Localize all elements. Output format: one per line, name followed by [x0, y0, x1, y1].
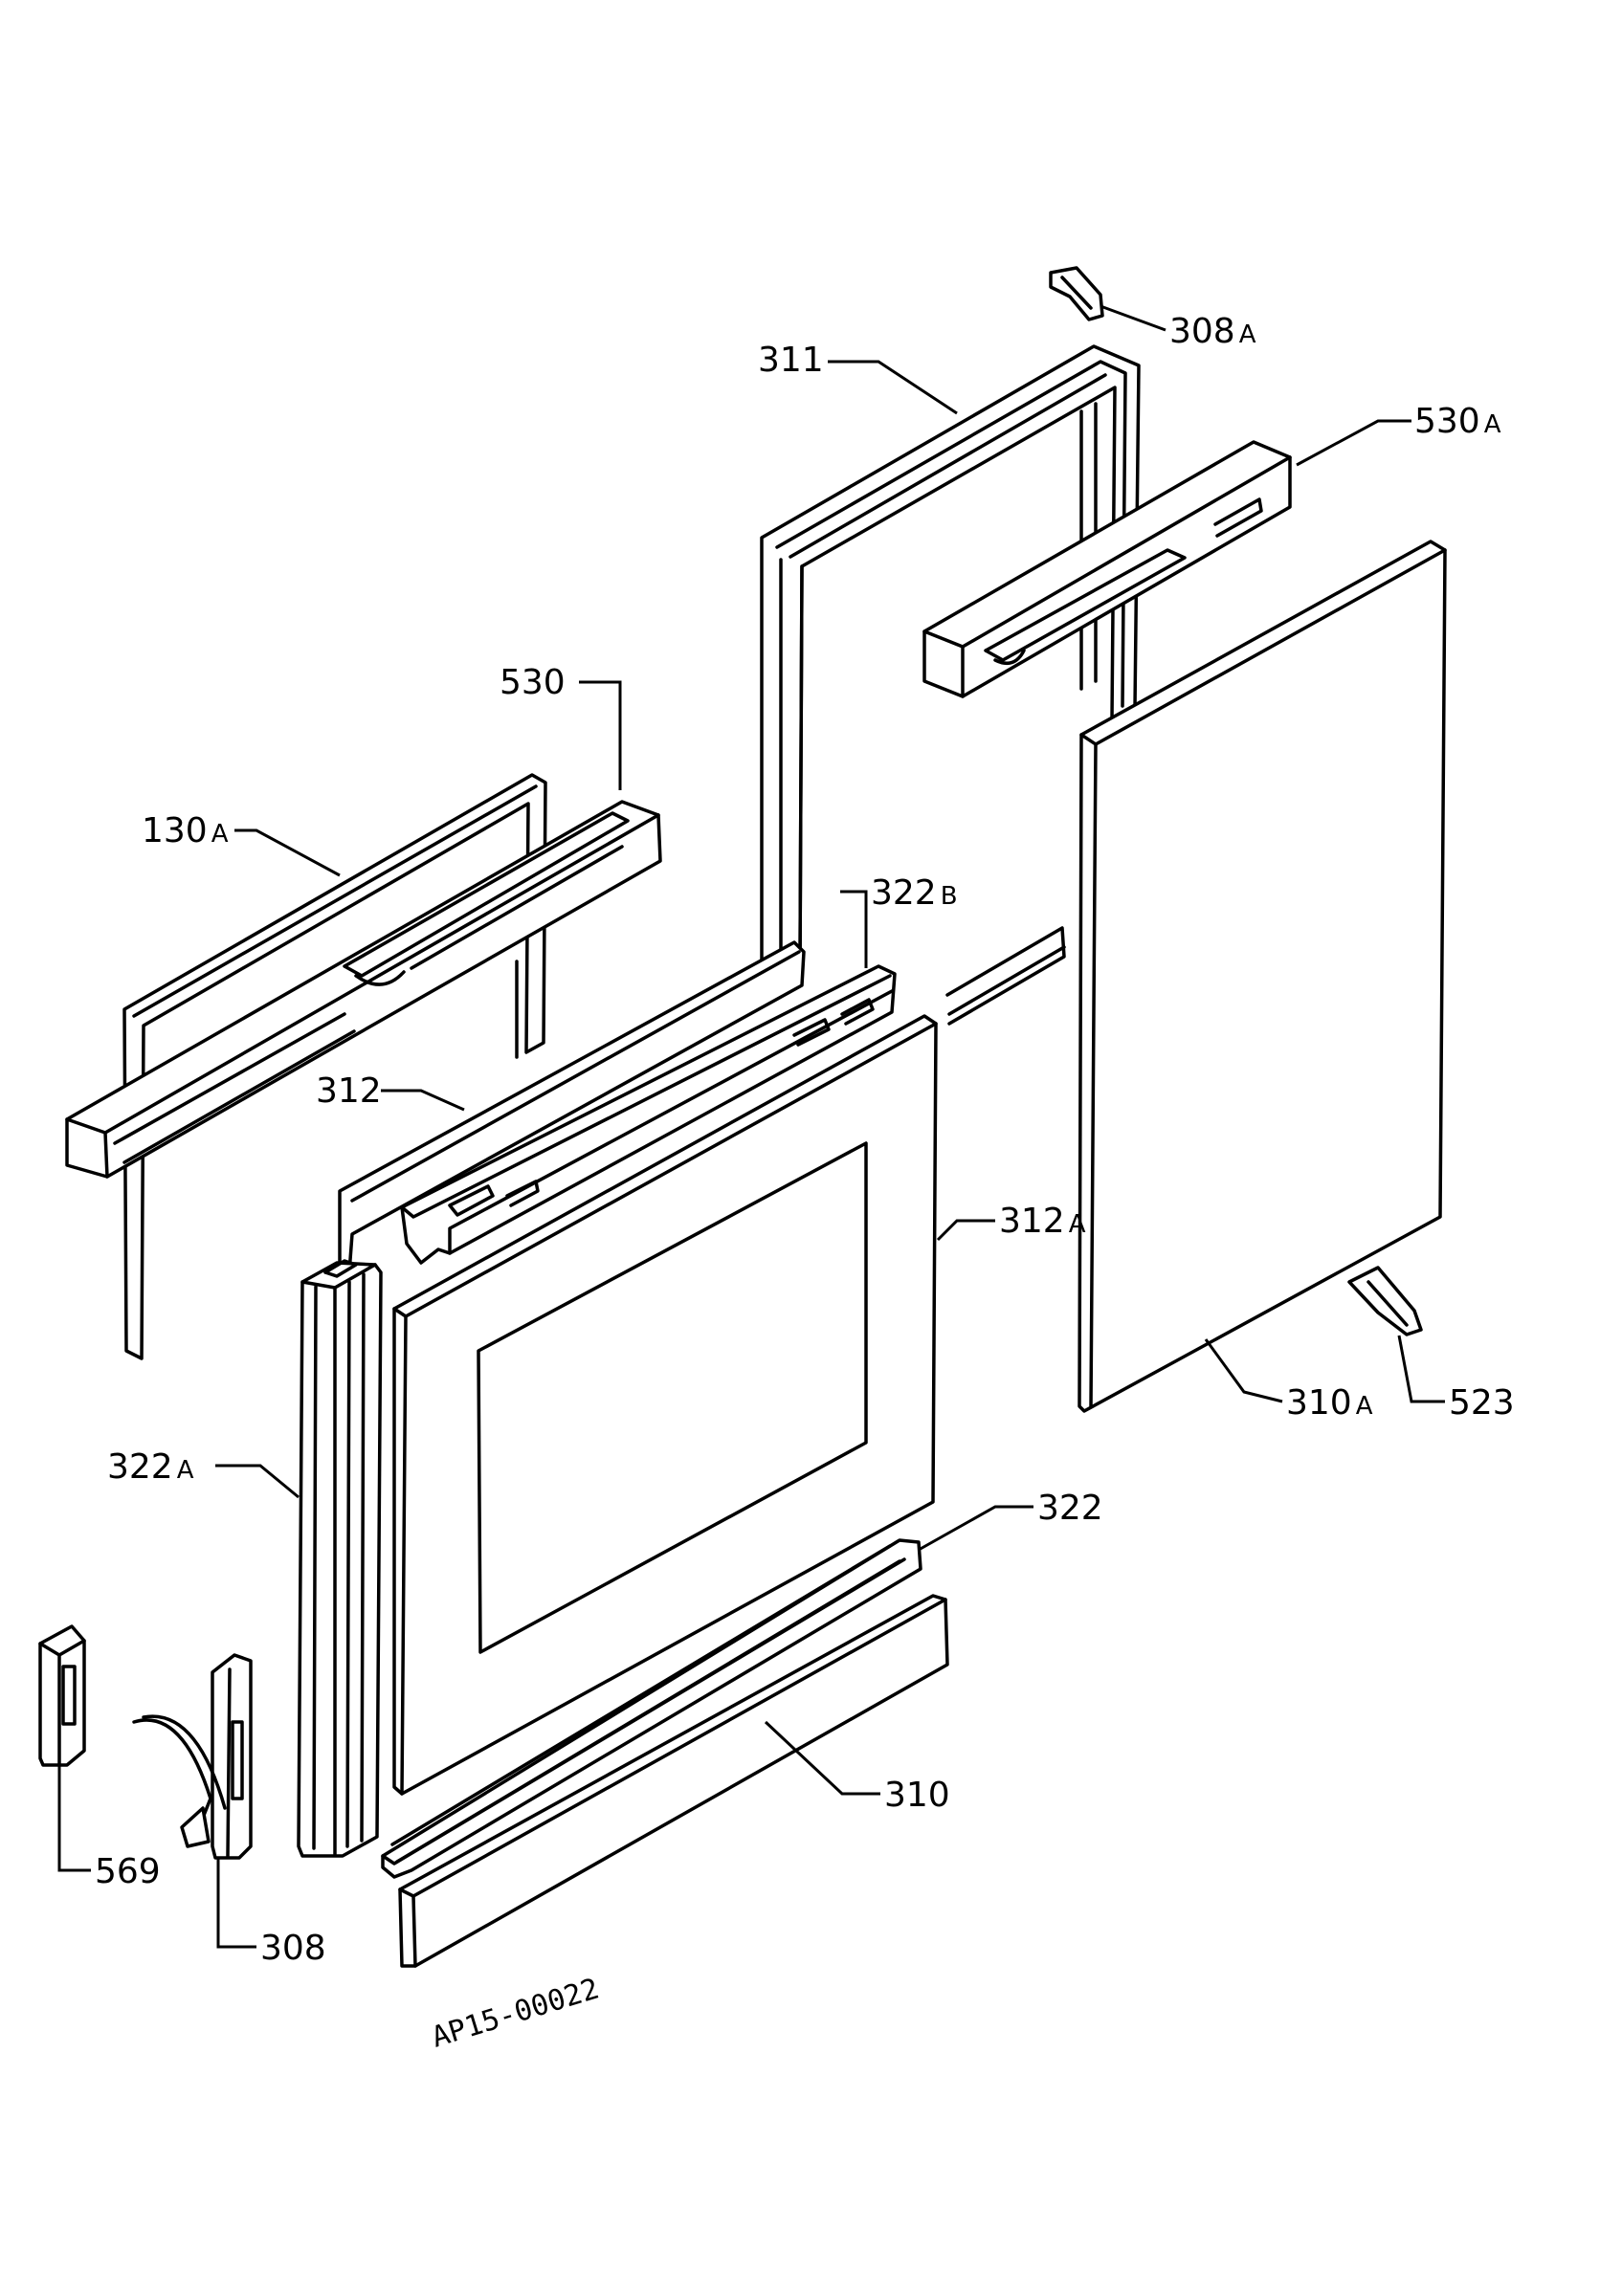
part-322b-top-rail [400, 964, 897, 1265]
part-530-handle [65, 800, 662, 1179]
part-312a-door-panel [392, 1014, 938, 1796]
part-530a-handle [922, 440, 1292, 698]
label-523: 523 [1449, 1383, 1515, 1423]
part-308a-hinge-plate [1049, 266, 1104, 321]
label-312: 312 [316, 1071, 382, 1111]
part-322a-side-rail [297, 1259, 383, 1858]
leader-lines [57, 304, 1445, 1949]
part-569-latch [38, 1624, 86, 1767]
part-310-kick-panel [398, 1594, 949, 1968]
label-308: 308 [260, 1929, 326, 1968]
label-530: 530 [500, 663, 566, 702]
part-523-bracket [1347, 1266, 1423, 1336]
part-310a-glass-panel [1078, 540, 1447, 1413]
label-569: 569 [95, 1852, 161, 1891]
drawing-code: AP15-00022 [428, 1972, 603, 2054]
part-322-bottom-rail [381, 1538, 922, 1879]
label-322: 322 [1037, 1489, 1103, 1528]
part-308-hinge [132, 1653, 253, 1860]
label-310: 310 [884, 1776, 950, 1815]
label-311: 311 [758, 341, 824, 380]
